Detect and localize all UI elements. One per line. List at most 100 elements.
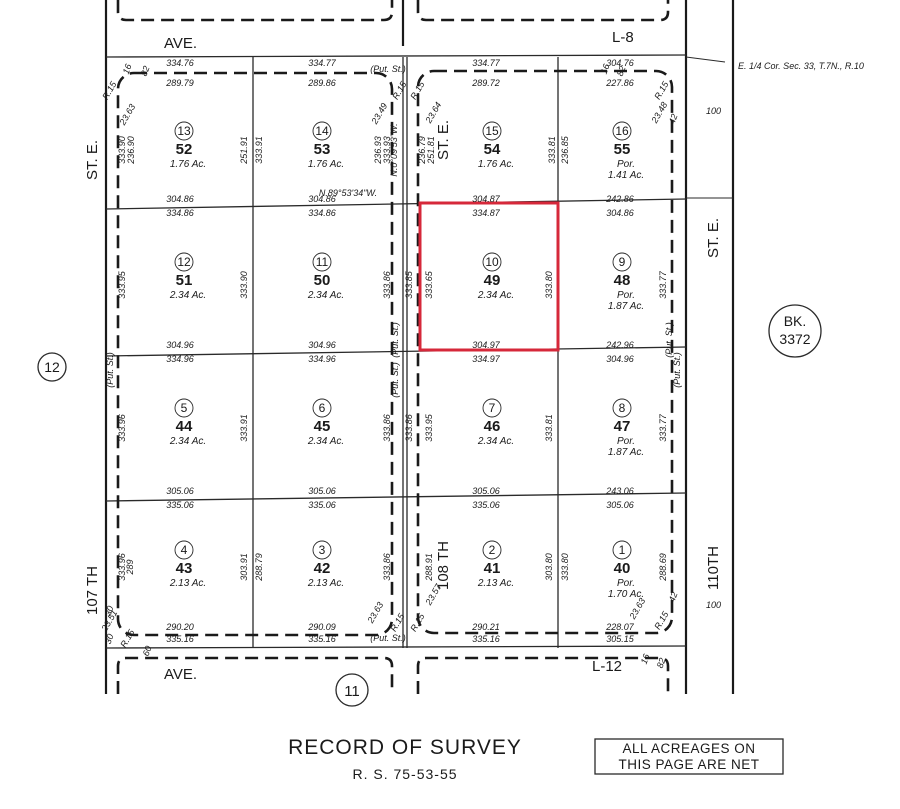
survey-reference: R. S. 75-53-55 xyxy=(352,766,457,782)
dimension-side: 251.81 xyxy=(426,136,436,165)
curve-data: R.15 xyxy=(390,79,409,101)
dimension-side: 333.77 xyxy=(658,270,668,299)
lot-number: 8 xyxy=(619,401,626,415)
parcel-number: 55 xyxy=(614,141,631,158)
dimension: 334.87 xyxy=(472,208,501,218)
block-east xyxy=(416,69,674,635)
lot-number-circle xyxy=(312,252,332,272)
parcel-number: 51 xyxy=(176,272,193,289)
parcel-number: 54 xyxy=(484,141,501,158)
dimension-top: 334.77 xyxy=(308,58,337,68)
dimension: 304.96 xyxy=(308,340,336,350)
dimension-top: 334.77 xyxy=(472,58,501,68)
put-street-label: (Put. St.) xyxy=(390,322,400,358)
curve-data: 23.63 xyxy=(627,596,647,621)
acreage: 2.34 Ac. xyxy=(169,436,206,447)
lot-number: 14 xyxy=(315,124,329,138)
dimension: 304.87 xyxy=(472,194,501,204)
dimension-small: 42 xyxy=(667,591,680,604)
lot-number-circle xyxy=(174,540,194,560)
lower-block-right-edge xyxy=(416,656,670,694)
dimension: 304.96 xyxy=(166,340,194,350)
put-street-label: (Put. St.) xyxy=(370,633,406,643)
parcel-number: 41 xyxy=(484,560,501,577)
section-line-top xyxy=(105,54,687,58)
dimension-side: 333.95 xyxy=(117,270,127,299)
dimension: 305.06 xyxy=(166,486,194,496)
parcel-number: 48 xyxy=(614,272,631,289)
survey-title: RECORD OF SURVEY xyxy=(288,736,522,759)
dimension: 335.06 xyxy=(472,500,500,510)
acreage: 2.13 Ac. xyxy=(169,578,206,589)
book-reference-circle xyxy=(768,304,822,358)
curve-data: R.15 xyxy=(408,79,427,101)
dimension-top-inner: 289.79 xyxy=(165,78,194,88)
put-street-label: (Put. St.) xyxy=(672,352,682,388)
lot-number-circle xyxy=(174,252,194,272)
dimension-small: 16 xyxy=(121,63,134,76)
dimension-bottom-inner: 290.20 xyxy=(165,622,194,632)
lot-number-circle xyxy=(312,540,332,560)
dimension-bottom: 335.16 xyxy=(308,634,336,644)
curve-data: 23.63 xyxy=(365,600,385,625)
acreage: 2.34 Ac. xyxy=(477,290,514,301)
acreage: 1.76 Ac. xyxy=(478,159,514,170)
lot-number-circle xyxy=(612,252,632,272)
dimension-side: 333.91 xyxy=(239,414,249,442)
parcel-number: 47 xyxy=(614,418,631,435)
dimension-side: 333.86 xyxy=(382,414,392,442)
dimension-side: 333.95 xyxy=(424,413,434,442)
dimension-side: 236.93 xyxy=(373,136,383,165)
dimension: 335.06 xyxy=(166,500,194,510)
street-label-st-e-right: ST. E. xyxy=(705,218,722,258)
dimension-bottom-inner: 290.09 xyxy=(307,622,336,632)
dimension-small: 30 xyxy=(103,633,116,646)
curve-data: R.15 xyxy=(408,611,427,633)
street-label-ave-bottom: AVE. xyxy=(164,666,197,683)
dimension-side: 333.81 xyxy=(544,414,554,442)
dimension-side: 333.80 xyxy=(560,553,570,581)
dimension: 335.06 xyxy=(308,500,336,510)
curve-data: 23.63 xyxy=(117,102,137,127)
acreage: 2.34 Ac. xyxy=(477,436,514,447)
dimension-side: 251.91 xyxy=(239,136,249,165)
portion-label: Por. xyxy=(617,436,635,447)
lot-number-circle xyxy=(482,121,502,141)
dimension: 334.96 xyxy=(308,354,336,364)
portion-label: Por. xyxy=(617,290,635,301)
lot-number: 16 xyxy=(615,124,629,138)
dimension-small: 16 xyxy=(639,653,652,666)
street-width-bottom: 100 xyxy=(706,600,721,610)
section-line-bottom xyxy=(105,645,687,649)
curve-data: R.15 xyxy=(652,79,671,101)
dimension-side: 303.80 xyxy=(544,553,554,581)
lot-number-circle xyxy=(612,398,632,418)
dimension-small: 30 xyxy=(103,605,116,618)
dimension-bottom: 305.15 xyxy=(606,634,635,644)
dimension-side: 333.86 xyxy=(382,553,392,581)
dimension-side: 333.81 xyxy=(547,136,557,164)
corner-note: E. 1/4 Cor. Sec. 33, T.7N., R.10 xyxy=(738,61,864,71)
lot-number: 3 xyxy=(319,543,326,557)
parcel-number: 50 xyxy=(314,272,331,289)
net-note-line-1: ALL ACREAGES ON xyxy=(622,741,755,756)
dimension: 243.06 xyxy=(605,486,634,496)
dimension-side: 333.86 xyxy=(382,271,392,299)
parcel-number: 44 xyxy=(176,418,193,435)
adjacent-map-bottom: 11 xyxy=(344,683,360,700)
lot-number-circle xyxy=(482,398,502,418)
acreage: 2.34 Ac. xyxy=(169,290,206,301)
dimension-side: 333.96 xyxy=(117,553,127,581)
row-line-3 xyxy=(105,492,687,502)
dimension-side: 303.91 xyxy=(239,553,249,581)
dimension-side: 236.90 xyxy=(126,136,136,165)
dimension-top: 304.76 xyxy=(606,58,634,68)
net-acreage-note-box xyxy=(594,738,784,775)
dimension-small: 82 xyxy=(139,65,152,78)
adjacent-map-left-circle xyxy=(37,352,67,382)
